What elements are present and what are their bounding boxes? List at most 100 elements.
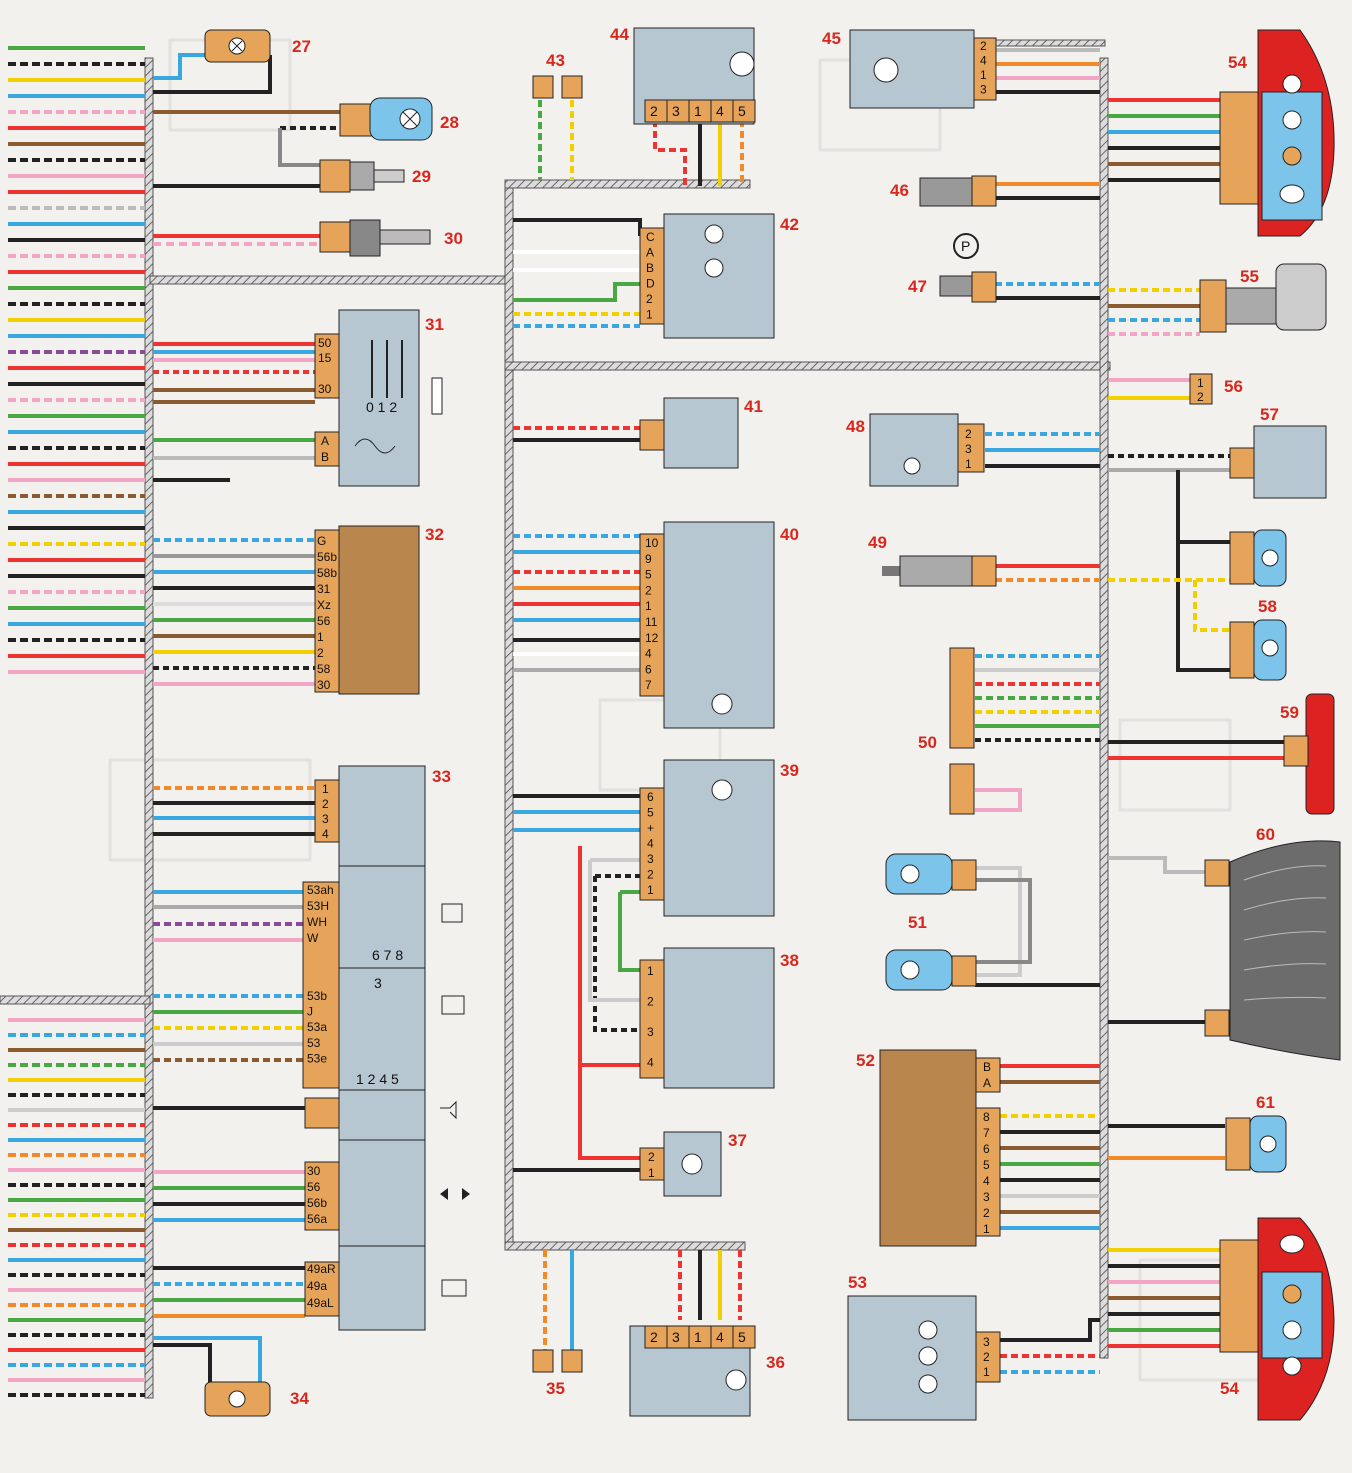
label-41: 41 xyxy=(744,397,763,416)
pins40-pin-2: 5 xyxy=(645,568,652,582)
pin-31-30: 30 xyxy=(318,382,332,396)
label-55: 55 xyxy=(1240,267,1259,286)
pins40-pin-4: 1 xyxy=(645,599,652,613)
label-30: 30 xyxy=(444,229,463,248)
pins39-pin-3: 4 xyxy=(647,837,654,851)
parking-symbol: P xyxy=(961,238,970,254)
pins53-pin-1: 2 xyxy=(983,1350,990,1364)
pins42-pin-5: 1 xyxy=(646,308,653,322)
label-45: 45 xyxy=(822,29,841,48)
label-36: 36 xyxy=(766,1353,785,1372)
label-27: 27 xyxy=(292,37,311,56)
pins38-pin-0: 1 xyxy=(647,964,654,978)
pin-33-washer_sw-1: J xyxy=(307,1005,313,1019)
pin-37-2: 2 xyxy=(648,1150,655,1164)
pins39-pin-0: 6 xyxy=(647,790,654,804)
pins32-pin-3: 31 xyxy=(317,582,331,596)
pins48-pin-2: 1 xyxy=(965,457,972,471)
pins39-pin-5: 2 xyxy=(647,868,654,882)
pins48-pin-0: 2 xyxy=(965,427,972,441)
pins40-pin-0: 10 xyxy=(645,536,659,550)
label-37: 37 xyxy=(728,1131,747,1150)
washer-pos-bottom: 1 2 4 5 xyxy=(356,1071,399,1087)
pin-52-7: 1 xyxy=(983,1222,990,1236)
pin-33-washer_sw-0: 53b xyxy=(307,989,327,1003)
pin-33-wiper_sw-0: 53ah xyxy=(307,883,334,897)
label-38: 38 xyxy=(780,951,799,970)
label-49: 49 xyxy=(868,533,887,552)
pin-33-turn_sw-1: 56 xyxy=(307,1180,321,1194)
turn-signal-icon xyxy=(440,1188,470,1200)
pins33-pin-2: 3 xyxy=(322,812,329,826)
lamps-51: 51 xyxy=(885,853,977,991)
pin-56-1: 1 xyxy=(1197,376,1204,390)
pins38-pin-3: 4 xyxy=(647,1056,654,1070)
pin-33-turn_sw-0: 30 xyxy=(307,1164,321,1178)
pins40-pin-1: 9 xyxy=(645,552,652,566)
label-42: 42 xyxy=(780,215,799,234)
pin-33-wiper_sw-1: 53H xyxy=(307,899,329,913)
label-54-bottom: 54 xyxy=(1220,1379,1239,1398)
label-33: 33 xyxy=(432,767,451,786)
rear-window-heater-60: 60 xyxy=(1204,825,1341,1061)
label-31: 31 xyxy=(425,315,444,334)
label-61: 61 xyxy=(1256,1093,1275,1112)
pin-52-top-1: A xyxy=(983,1076,991,1090)
switch-48: 231 48 xyxy=(846,413,985,487)
label-53: 53 xyxy=(848,1273,867,1292)
label-40: 40 xyxy=(780,525,799,544)
pins42-pin-1: A xyxy=(646,246,654,260)
tail-lamp-54-top: 54 xyxy=(1219,29,1335,237)
pin-33-washer_sw-3: 53 xyxy=(307,1036,321,1050)
washer-pos-top: 3 xyxy=(374,975,382,991)
pins32-pin-4: Xz xyxy=(317,598,331,612)
label-60: 60 xyxy=(1256,825,1275,844)
connector-43: 43 xyxy=(532,51,583,99)
lamps-58: 58 xyxy=(1229,529,1287,681)
headlight-icon xyxy=(441,1279,467,1297)
pins44-pin-3: 4 xyxy=(716,103,724,119)
pins32-pin-8: 58 xyxy=(317,662,331,676)
label-34: 34 xyxy=(290,1389,309,1408)
label-51: 51 xyxy=(908,913,927,932)
wiper-positions: 6 7 8 xyxy=(372,947,403,963)
pins40-pin-7: 4 xyxy=(645,647,652,661)
wiring-runs xyxy=(153,48,1285,1390)
pin-52-6: 2 xyxy=(983,1206,990,1220)
pins44-pin-4: 5 xyxy=(738,103,746,119)
label-50: 50 xyxy=(918,733,937,752)
sensor-49: 49 xyxy=(868,533,997,587)
switch-53: 321 53 xyxy=(847,1273,1001,1421)
lamp-27: 27 xyxy=(204,29,311,63)
pin-33-wiper_sw-2: WH xyxy=(307,915,327,929)
pin-52-5: 3 xyxy=(983,1190,990,1204)
label-48: 48 xyxy=(846,417,865,436)
ignition-switch-31: 50 15 30 A B 0 1 2 31 xyxy=(314,309,444,487)
pins38-pin-1: 2 xyxy=(647,995,654,1009)
pins32-pin-2: 58b xyxy=(317,566,337,580)
sensor-46: 46 xyxy=(890,175,997,207)
pin-33-light_sw-2: 49aL xyxy=(307,1296,334,1310)
pins44-pin-1: 3 xyxy=(672,103,680,119)
pins40-pin-5: 11 xyxy=(645,615,658,629)
sensor-29: 29 xyxy=(319,159,431,193)
pins33-pin-0: 1 xyxy=(322,782,329,796)
connector-50: 50 xyxy=(918,647,975,815)
key-icon xyxy=(431,377,443,415)
pin-52-1: 7 xyxy=(983,1126,990,1140)
pin-33-turn_sw-3: 56a xyxy=(307,1212,327,1226)
pins38-pin-2: 3 xyxy=(647,1025,654,1039)
pins44-pin-2: 1 xyxy=(694,103,702,119)
pin-33-turn_sw-2: 56b xyxy=(307,1196,327,1210)
switch-33: 123453ah53HWHW53bJ53a5353e305656b56a49aR… xyxy=(302,765,470,1331)
connector-56: 1 2 56 xyxy=(1189,373,1243,405)
connector-35: 35 xyxy=(532,1349,583,1398)
pins39-pin-6: 1 xyxy=(647,883,654,897)
